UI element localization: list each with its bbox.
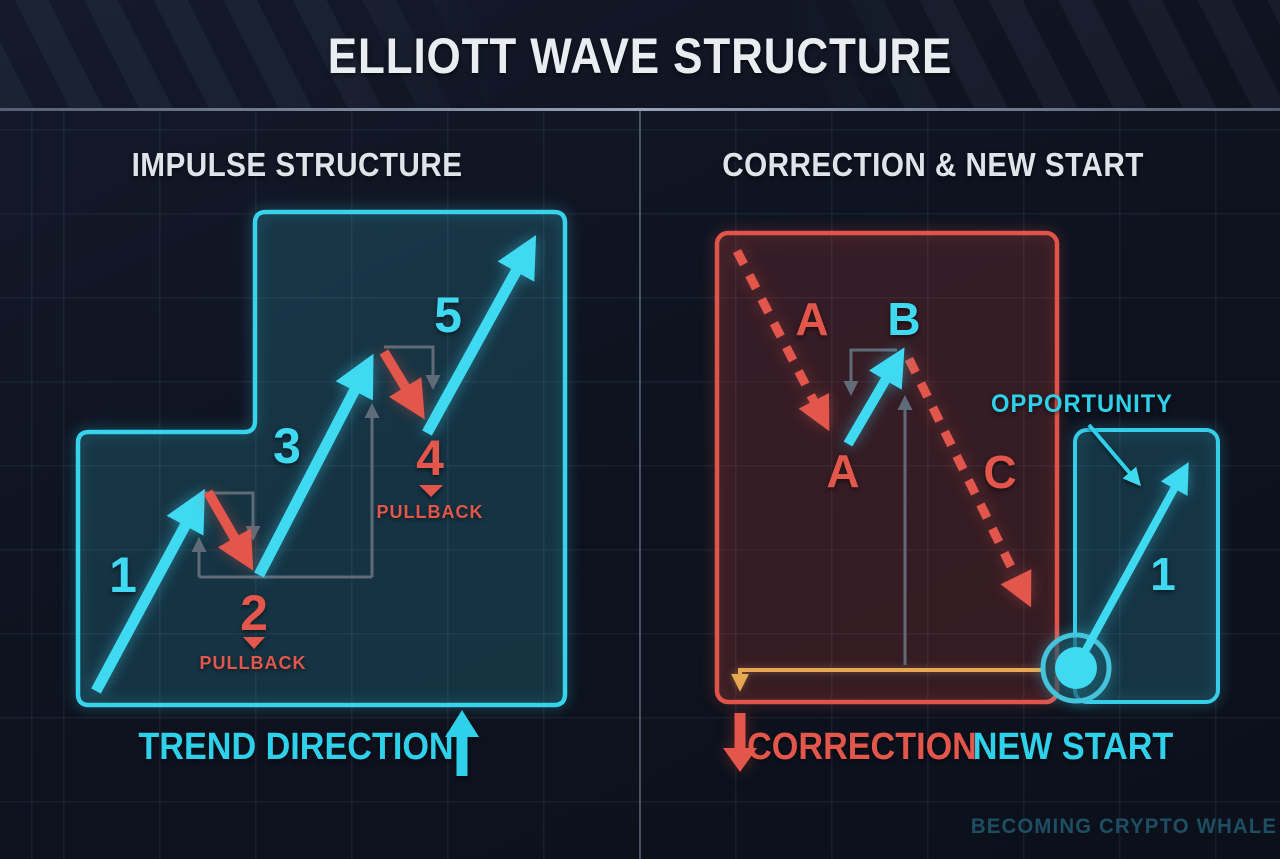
wave-3-arrow: [254, 353, 374, 578]
wave-3-label: 3: [273, 418, 301, 474]
wave-c-label: C: [983, 446, 1016, 498]
retracement-guides-impulse: [191, 345, 441, 579]
correction-panel-title: CORRECTION & NEW START: [722, 147, 1144, 184]
opportunity-label: OPPORTUNITY: [991, 390, 1173, 418]
wave4-retrace-bracket: [384, 345, 441, 390]
wave-1-label: 1: [109, 547, 137, 603]
correction-down-arrow-icon: [723, 713, 757, 772]
header-stripes-decoration: [0, 0, 1280, 108]
correction-label: CORRECTION: [747, 724, 977, 767]
wave-b-label: B: [887, 293, 920, 345]
wave-1-arrow: [91, 488, 205, 694]
new-wave-1-label: 1: [1150, 548, 1176, 600]
wave-5-label: 5: [434, 287, 462, 343]
wave-a-upper-label: A: [795, 293, 828, 345]
wave-5-arrow: [422, 235, 537, 436]
wave-b-arrow: [843, 347, 905, 447]
header-divider: [0, 108, 1280, 111]
header: ELLIOTT WAVE STRUCTURE: [328, 27, 953, 83]
correction-wave-labels: A B A C 1: [795, 293, 1175, 600]
pullback-2-label: PULLBACK: [200, 653, 307, 673]
page-title: ELLIOTT WAVE STRUCTURE: [328, 27, 953, 83]
new-start-circle: [1055, 647, 1097, 689]
background-grid: [0, 111, 1280, 859]
trend-direction-label: TREND DIRECTION: [138, 724, 453, 767]
wave-a-lower-label: A: [826, 445, 859, 497]
support-level-line: [731, 668, 1045, 692]
impulse-pullback-waves: [203, 349, 425, 571]
wave-b-group: [843, 347, 905, 447]
impulse-wave-labels: 1 3 5 2 4: [109, 287, 462, 641]
new-start-label: NEW START: [973, 724, 1174, 767]
wave-2-label: 2: [240, 585, 268, 641]
impulse-panel: IMPULSE STRUCTURE 1: [75, 147, 568, 776]
pullback-callouts: PULLBACK PULLBACK: [200, 485, 484, 673]
new-start-box: [1073, 428, 1220, 704]
new-wave-1-arrow: [1078, 462, 1189, 659]
watermark: BECOMING CRYPTO WHALE: [971, 815, 1277, 839]
trend-up-arrow-icon: [445, 710, 479, 776]
trend-direction-footer: TREND DIRECTION: [138, 710, 479, 776]
opportunity-callout: OPPORTUNITY: [991, 390, 1173, 487]
correction-panel: CORRECTION & NEW START: [714, 147, 1220, 772]
pullback-4-triangle-icon: [419, 485, 443, 497]
opportunity-arrow-icon: [1087, 423, 1141, 487]
impulse-panel-title: IMPULSE STRUCTURE: [132, 147, 463, 184]
corrective-waves: [732, 248, 1032, 608]
panel-divider: [639, 111, 641, 859]
pullback-4-label: PULLBACK: [377, 502, 484, 522]
wave-2-arrow: [203, 489, 254, 571]
wave2-retrace-bracket: [203, 491, 261, 541]
correction-footer: CORRECTION NEW START: [723, 713, 1173, 772]
impulse-up-waves: [91, 235, 537, 694]
new-start-group: [1040, 462, 1189, 704]
wave-a-dashed-arrow: [732, 248, 830, 432]
pullback-2-triangle-icon: [243, 637, 265, 649]
wave-4-label: 4: [416, 430, 444, 486]
wave-4-arrow: [379, 349, 425, 420]
correction-zone-box: [714, 230, 1060, 705]
